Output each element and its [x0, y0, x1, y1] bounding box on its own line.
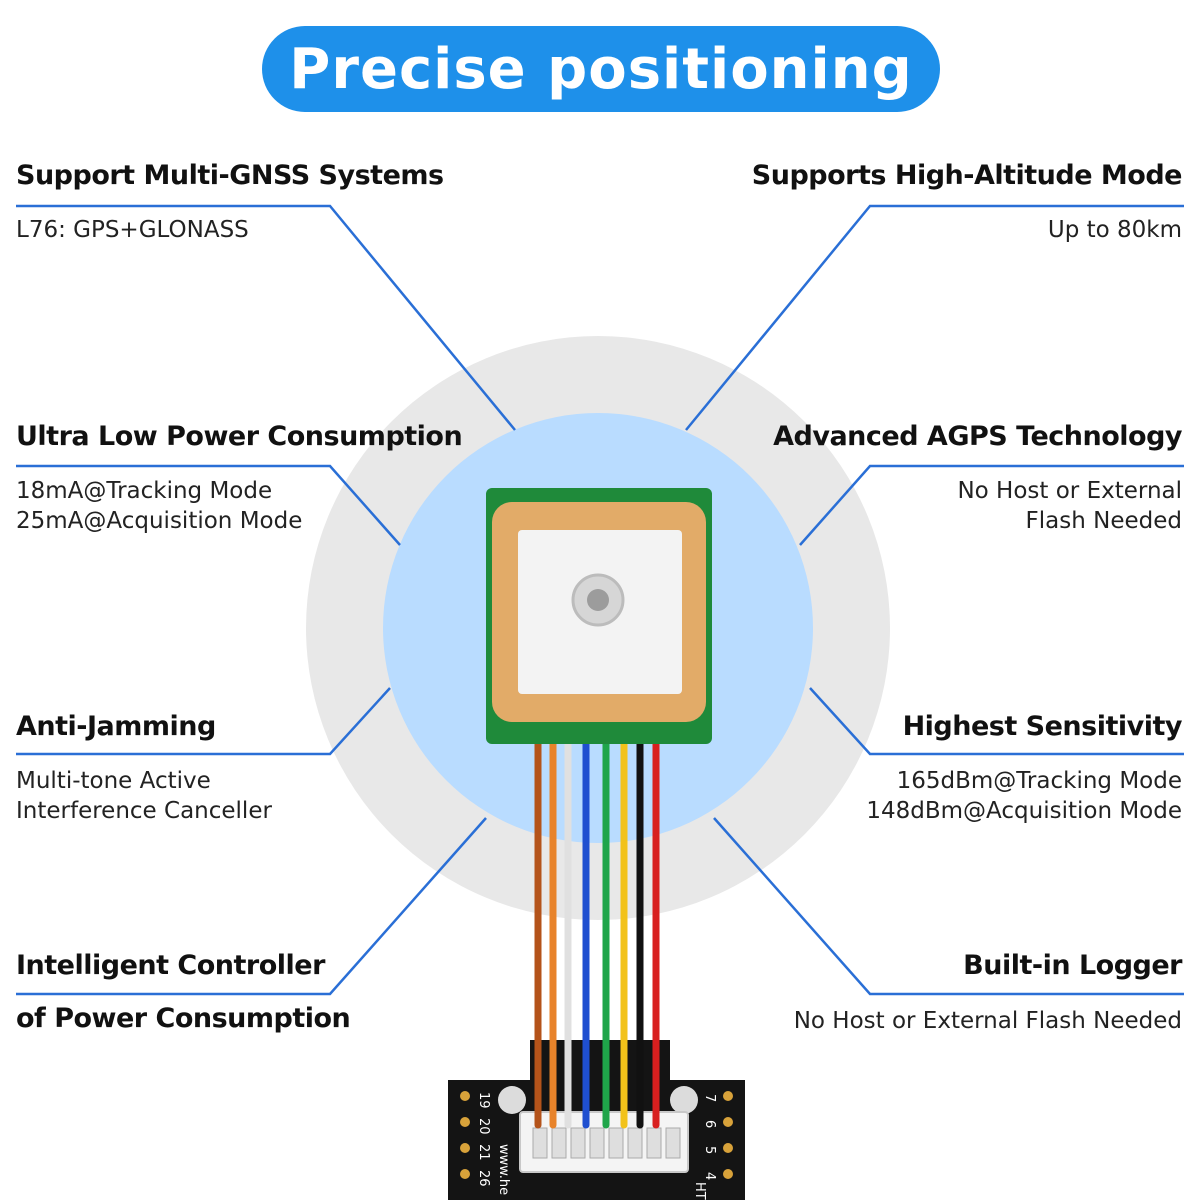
- pin-label-right-2: 5: [702, 1146, 717, 1154]
- gps-antenna-module: [486, 488, 712, 744]
- pin-label-left-1: 20: [476, 1118, 491, 1135]
- pin-label-left-3: 26: [476, 1170, 491, 1187]
- line-low-power: [16, 464, 401, 546]
- header-pill: Precise positioning: [262, 26, 940, 112]
- desc-sensitivity-2: 148dBm@Acquisition Mode: [866, 798, 1182, 824]
- pin-label-right-3: 4: [702, 1172, 717, 1180]
- breakout-board: 19 20 21 26 7 6 5 4 www.he HT: [448, 1040, 745, 1200]
- line-high-altitude: [685, 204, 1184, 431]
- title-power-controller-1: Intelligent Controller: [16, 950, 325, 981]
- desc-agps-2: Flash Needed: [1025, 508, 1182, 534]
- title-power-controller-2: of Power Consumption: [16, 1003, 351, 1034]
- line-power-controller: [16, 817, 487, 996]
- connector-lines: [16, 204, 1184, 996]
- wire-bundle: [534, 738, 660, 1129]
- title-anti-jamming: Anti-Jamming: [16, 711, 216, 742]
- line-anti-jamming: [16, 687, 391, 756]
- desc-anti-jamming-1: Multi-tone Active: [16, 768, 211, 794]
- silk-text: www.he: [496, 1144, 511, 1195]
- silk-text-right: HT: [692, 1182, 707, 1200]
- line-sensitivity: [809, 687, 1184, 756]
- board-pads: [460, 1091, 733, 1179]
- mount-hole-right: [670, 1086, 698, 1114]
- title-high-altitude: Supports High-Altitude Mode: [751, 160, 1183, 191]
- line-multi-gnss: [16, 204, 516, 431]
- desc-low-power-1: 18mA@Tracking Mode: [16, 478, 273, 504]
- feed-point-center: [587, 589, 609, 611]
- line-logger: [713, 817, 1184, 996]
- pin-label-right-0: 7: [702, 1094, 717, 1102]
- title-multi-gnss: Support Multi-GNSS Systems: [16, 160, 444, 191]
- mount-hole-left: [498, 1086, 526, 1114]
- desc-multi-gnss: L76: GPS+GLONASS: [16, 217, 249, 243]
- desc-low-power-2: 25mA@Acquisition Mode: [16, 508, 303, 534]
- desc-high-altitude: Up to 80km: [1047, 217, 1182, 243]
- connector-slots: [532, 1127, 681, 1159]
- pin-label-left-2: 21: [476, 1144, 491, 1161]
- desc-agps-1: No Host or External: [957, 478, 1182, 504]
- title-sensitivity: Highest Sensitivity: [902, 711, 1183, 742]
- page-title: Precise positioning: [289, 36, 913, 102]
- pin-label-right-1: 6: [702, 1120, 717, 1128]
- line-agps: [799, 464, 1184, 546]
- title-low-power: Ultra Low Power Consumption: [16, 421, 463, 452]
- desc-sensitivity-1: 165dBm@Tracking Mode: [896, 768, 1182, 794]
- desc-logger: No Host or External Flash Needed: [793, 1008, 1182, 1034]
- desc-anti-jamming-2: Interference Canceller: [16, 798, 272, 824]
- title-agps: Advanced AGPS Technology: [773, 421, 1182, 452]
- title-logger: Built-in Logger: [963, 950, 1182, 981]
- pin-label-left-0: 19: [476, 1092, 491, 1109]
